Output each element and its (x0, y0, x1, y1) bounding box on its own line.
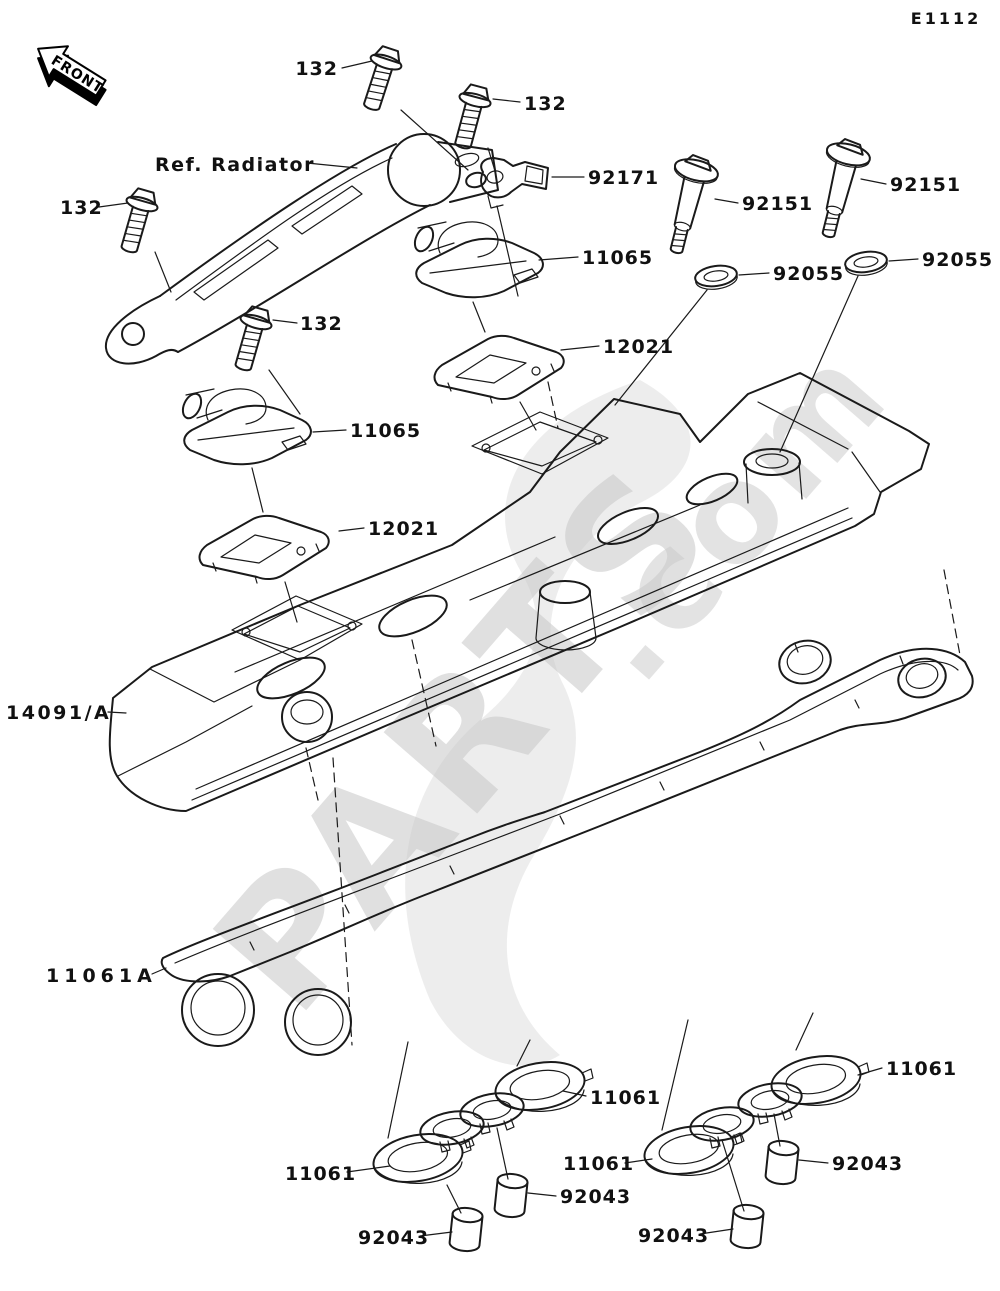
bolt-132-1 (354, 42, 407, 116)
bolt-132-2 (445, 81, 496, 153)
callout-12021-1: 12021 (603, 336, 674, 358)
callout-11061-2: 11061 (590, 1087, 661, 1109)
bolt-92151-2 (805, 134, 875, 244)
reference-note-radiator: Ref. Radiator (155, 154, 315, 176)
callout-92043-2: 92043 (560, 1186, 631, 1208)
callout-11065-2: 11065 (350, 420, 421, 442)
radiator-bracket (104, 133, 499, 365)
pin-92043-4 (763, 1138, 801, 1187)
bolt-132-3 (111, 185, 163, 257)
seal-cap-11061-1 (416, 1105, 488, 1153)
callout-14091a: 14091/A (6, 702, 111, 724)
seal-cap-11061-4 (734, 1077, 806, 1125)
callout-92043-3: 92043 (638, 1225, 709, 1247)
bolt-132-4 (225, 303, 277, 375)
bolt-92151-1 (653, 150, 723, 260)
pin-92043-1 (447, 1205, 485, 1254)
callout-92171: 92171 (588, 167, 659, 189)
callout-92151-2: 92151 (890, 174, 961, 196)
pin-92043-3 (728, 1202, 766, 1251)
cover-gasket-11061a (160, 639, 974, 1056)
seal-ring-11061-2 (490, 1054, 594, 1118)
breather-plate-12021-1 (433, 334, 565, 404)
callout-132-3: 132 (60, 197, 103, 219)
callout-92151-1: 92151 (742, 193, 813, 215)
callout-132-1: 132 (295, 58, 338, 80)
watermark-flame-shape (405, 380, 691, 1066)
callout-92055-1: 92055 (773, 263, 844, 285)
callout-132-4: 132 (300, 313, 343, 335)
pin-92043-2 (492, 1171, 530, 1220)
washer-92055-1 (692, 262, 740, 293)
callout-12021-2: 12021 (368, 518, 439, 540)
callout-labels: 132 132 132 132 Ref. Radiator 92171 9215… (6, 58, 993, 1249)
callout-11061-4: 11061 (886, 1058, 957, 1080)
callout-11065-1: 11065 (582, 247, 653, 269)
callout-92043-4: 92043 (832, 1153, 903, 1175)
page-code: E1112 (911, 9, 981, 28)
callout-11061-3: 11061 (563, 1153, 634, 1175)
breather-plate-12021-2 (198, 514, 330, 584)
leader-lines (98, 60, 919, 1237)
callout-11061-1: 11061 (285, 1163, 356, 1185)
breather-cap-11065-1 (410, 220, 544, 299)
callout-11061a: 11061A (46, 965, 157, 987)
front-arrow: FRONT (37, 45, 107, 107)
breather-cap-11065-2 (178, 387, 312, 466)
washer-92055-2 (842, 248, 890, 279)
head-cover-14091 (108, 372, 930, 812)
bracket-92171 (480, 157, 549, 209)
callout-92055-2: 92055 (922, 249, 993, 271)
assembly-lines (154, 109, 961, 1214)
callout-92043-1: 92043 (358, 1227, 429, 1249)
callout-132-2: 132 (524, 93, 567, 115)
seal-ring-11061-4 (766, 1048, 870, 1112)
